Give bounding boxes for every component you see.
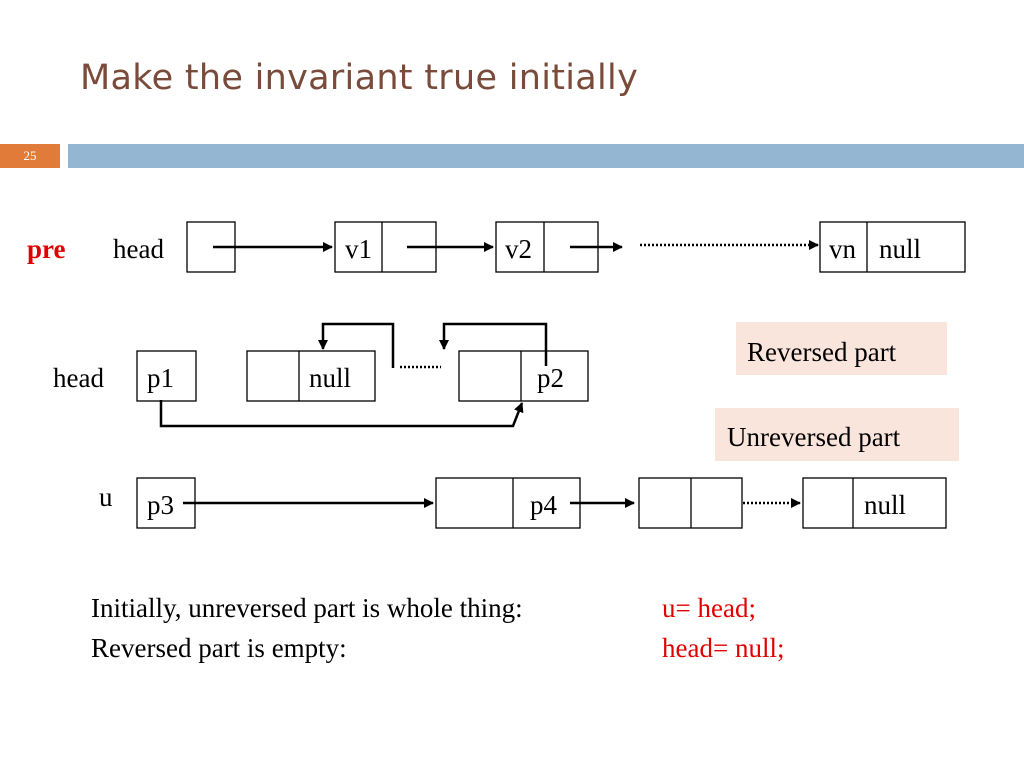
- reversed-node-2-next: p2: [537, 363, 564, 393]
- legend-unreversed-bg: [715, 408, 959, 461]
- reversed-node-1: null: [246, 350, 376, 402]
- reversed-node-1-next: null: [309, 363, 351, 393]
- pre-label: pre: [27, 234, 66, 264]
- reversed-back-arrow-2: [439, 322, 548, 366]
- statement-1-text: Initially, unreversed part is whole thin…: [91, 593, 523, 623]
- reversed-head-label: head: [53, 363, 104, 393]
- header-band: [68, 144, 1024, 168]
- pre-node-vn-value: vn: [829, 234, 857, 264]
- pre-node-vn: vn null: [819, 221, 966, 273]
- unreversed-u-label: u: [99, 482, 113, 512]
- reversed-head-arrow: [159, 400, 524, 428]
- reversed-back-arrow-1: [318, 322, 395, 368]
- reversed-head-box: [136, 350, 197, 402]
- unreversed-node-last-next: null: [864, 490, 906, 520]
- legend-unreversed-label: Unreversed part: [727, 422, 901, 452]
- slide-title: Make the invariant true initially: [80, 58, 639, 98]
- pre-node-v2-value: v2: [505, 234, 532, 264]
- statement-2-text: Reversed part is empty:: [91, 633, 347, 663]
- unreversed-node-1-next: p4: [530, 490, 558, 520]
- pre-node-v1: v1: [334, 221, 437, 273]
- unreversed-node-1: p4: [435, 477, 581, 529]
- legend-reversed-label: Reversed part: [747, 337, 897, 367]
- statements: Initially, unreversed part is whole thin…: [91, 593, 784, 663]
- statement-2-code: head= null;: [662, 633, 784, 663]
- reversed-row: head p1 null p2: [53, 322, 589, 428]
- unreversed-node-last: null: [802, 477, 947, 529]
- pre-node-v1-value: v1: [345, 234, 372, 264]
- legend-reversed-bg: [736, 322, 947, 375]
- pre-head-label: head: [113, 234, 164, 264]
- pre-node-vn-next: null: [879, 234, 921, 264]
- pre-row: pre head v1 v2 vn null: [27, 221, 966, 273]
- unreversed-u-value: p3: [147, 490, 174, 520]
- unreversed-row: u p3 p4 null: [99, 477, 947, 529]
- slide-number: 25: [0, 144, 60, 168]
- unreversed-node-2: [638, 477, 743, 529]
- statement-1-code: u= head;: [662, 593, 756, 623]
- reversed-node-2: p2: [458, 350, 589, 402]
- legend: Reversed part Unreversed part: [715, 322, 959, 461]
- reversed-head-value: p1: [147, 363, 174, 393]
